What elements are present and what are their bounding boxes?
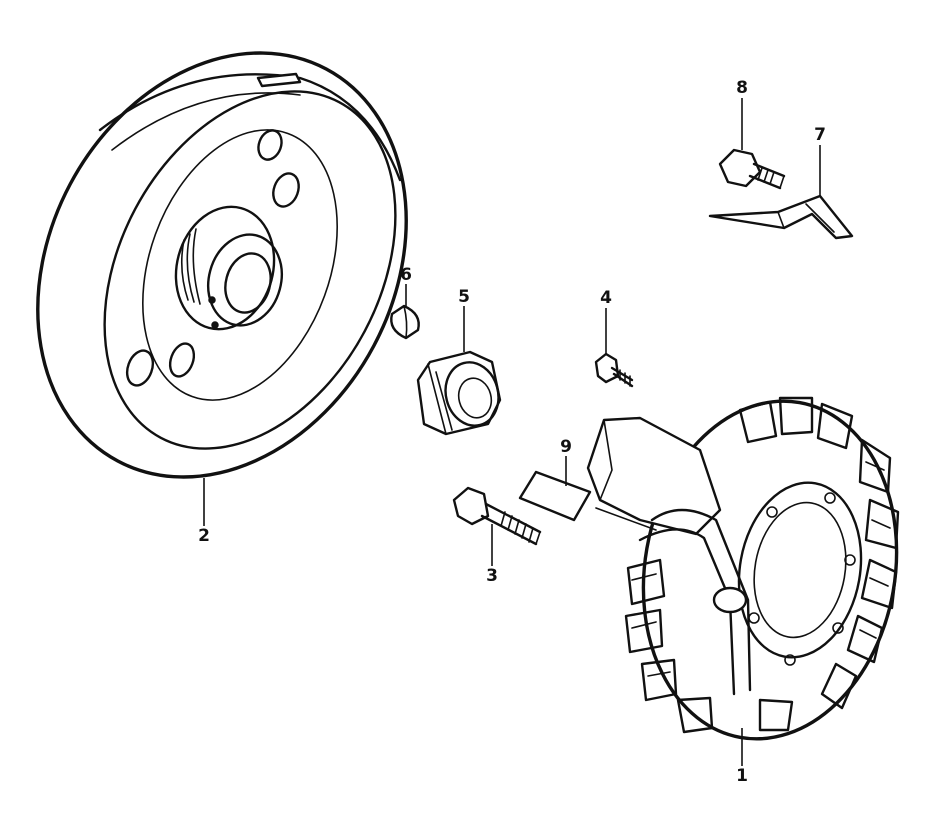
callout-2: 2 xyxy=(198,526,210,546)
callout-1: 1 xyxy=(736,766,748,786)
part-4-screw xyxy=(594,352,634,388)
part-7-wire-clamp xyxy=(708,194,854,240)
part-3-bolt xyxy=(452,486,542,546)
part-6-woodruff-key xyxy=(390,304,420,340)
callout-4: 4 xyxy=(600,288,612,308)
callout-7: 7 xyxy=(814,125,826,145)
part-2-flywheel-rotor xyxy=(36,51,408,479)
part-1-stator xyxy=(586,396,900,741)
part-5-flange-nut xyxy=(416,350,502,436)
callout-5: 5 xyxy=(458,287,470,307)
part-9-label-plate xyxy=(518,470,592,522)
callout-6: 6 xyxy=(400,265,412,285)
callout-3: 3 xyxy=(486,566,498,586)
callout-9: 9 xyxy=(560,437,572,457)
part-8-bolt xyxy=(718,148,786,190)
callout-8: 8 xyxy=(736,78,748,98)
leader-lines xyxy=(203,98,821,766)
